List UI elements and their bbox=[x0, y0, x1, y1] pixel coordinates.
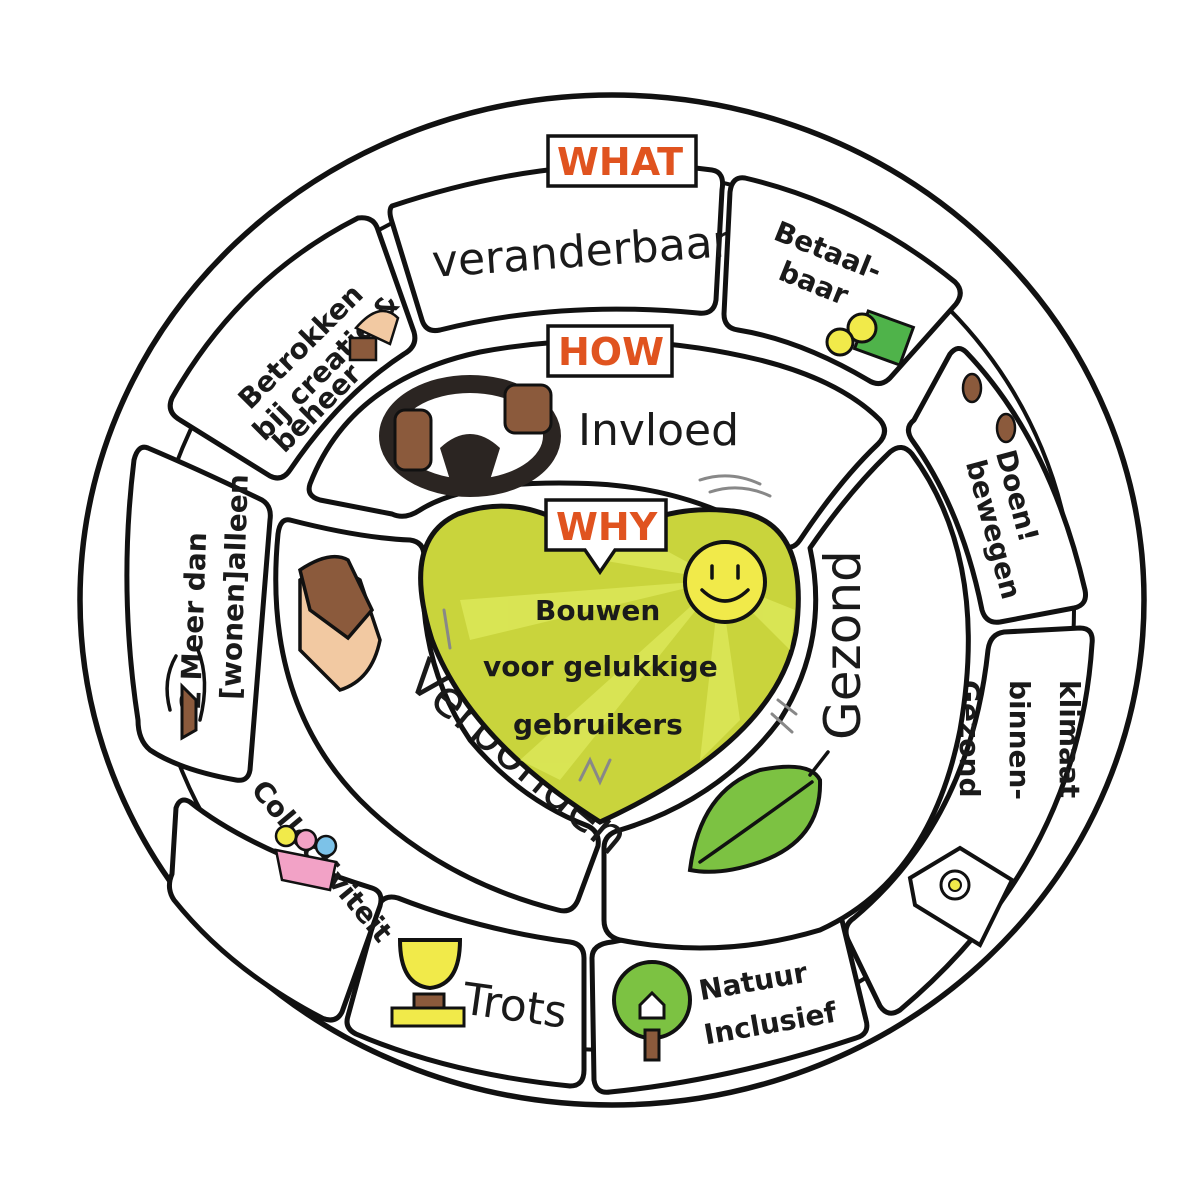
leaf-icon bbox=[687, 750, 830, 874]
tag-how-text: HOW bbox=[558, 330, 664, 374]
segment-betrokken bbox=[167, 215, 418, 481]
steering-wheel-icon bbox=[379, 375, 561, 497]
people-squared-icon bbox=[165, 648, 207, 741]
footprints-icon bbox=[961, 372, 1017, 444]
tag-why-text: WHY bbox=[556, 505, 658, 549]
money-icon bbox=[825, 309, 916, 367]
label-binnenklimaat-2: binnen- bbox=[1003, 680, 1036, 800]
group-hug-icon bbox=[274, 824, 338, 892]
center-line-3: gebruikers bbox=[513, 708, 683, 741]
smiley-icon bbox=[683, 540, 767, 624]
label-meer-dan-2: [wonen]alleen bbox=[214, 474, 255, 701]
label-meer-dan-1: 2 Meer dan bbox=[174, 532, 213, 711]
trophy-icon bbox=[390, 938, 466, 1028]
hand-blocks-icon bbox=[348, 309, 400, 362]
tag-how: HOW bbox=[546, 324, 674, 378]
handshake-icon bbox=[298, 554, 382, 692]
segment-gezond bbox=[601, 445, 971, 951]
tree-house-icon bbox=[612, 960, 692, 1062]
segment-doen-bewegen bbox=[906, 346, 1088, 625]
label-gezond: Gezond bbox=[814, 550, 872, 740]
heart-group: Bouwen voor gelukkige gebruikers bbox=[418, 503, 801, 825]
tag-why: WHY bbox=[544, 498, 668, 576]
motion-strokes bbox=[442, 474, 798, 786]
heart-rays bbox=[460, 520, 795, 780]
tag-what: WHAT bbox=[546, 134, 698, 188]
tag-what-text: WHAT bbox=[557, 140, 683, 184]
segment-binnenklimaat bbox=[843, 625, 1095, 1016]
segment-meer-dan-alleen bbox=[124, 444, 273, 783]
center-line-2: voor gelukkige bbox=[483, 650, 718, 683]
label-invloed: Invloed bbox=[578, 405, 739, 456]
center-line-1: Bouwen bbox=[535, 594, 660, 627]
label-binnenklimaat-3: klimaat bbox=[1053, 680, 1086, 798]
house-flower-icon bbox=[907, 845, 1015, 948]
